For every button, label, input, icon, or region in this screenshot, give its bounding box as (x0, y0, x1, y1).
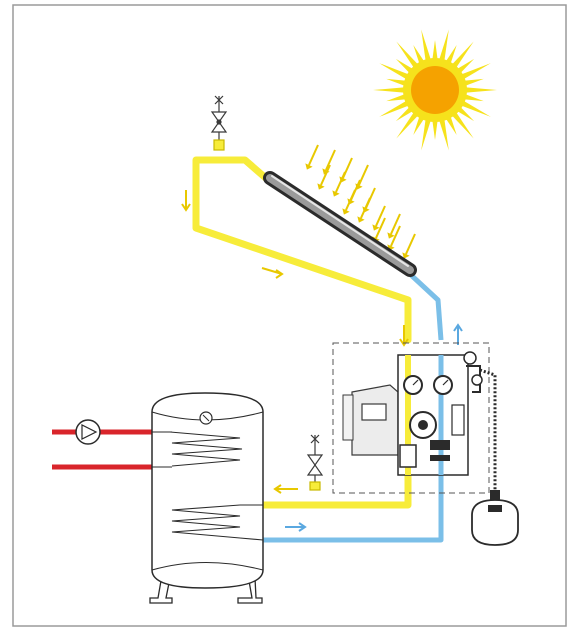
sunlight-arrowhead (332, 190, 340, 197)
sunlight-arrow (390, 225, 401, 247)
sun-ray (456, 106, 475, 122)
sun-ray (460, 100, 491, 117)
pump-station-icon (332, 342, 490, 494)
sun-ray (464, 87, 497, 93)
sunlight-arrow (345, 189, 356, 211)
sunlight-arrowhead (387, 232, 395, 239)
sun-ray (445, 44, 457, 65)
sun-ray (432, 119, 438, 140)
heating-circuit (52, 419, 152, 470)
sunlight-arrow (325, 149, 336, 171)
sunlight-arrow (375, 217, 386, 239)
sun-ray (395, 106, 414, 122)
hot-return-pipe (192, 156, 412, 344)
sun-ray (439, 29, 449, 62)
sun-ray (379, 63, 410, 80)
lower-coil (171, 504, 264, 541)
sun-ray (386, 94, 407, 102)
sunlight-arrows (305, 144, 416, 259)
cold-flow-arrow-up (453, 323, 463, 345)
sun-ray (445, 115, 457, 136)
flow-arrows (181, 190, 463, 532)
sun-ray (379, 100, 410, 117)
cold-collector-pipe (409, 273, 444, 341)
cold-flow-pipes (263, 273, 444, 543)
sun-ray (421, 118, 431, 151)
sun-ray (421, 29, 431, 62)
hot-flow-arrow-station (399, 325, 409, 347)
sun-ray (432, 40, 438, 61)
sunlight-arrow (375, 205, 386, 227)
sunlight-arrowhead (305, 163, 313, 170)
sunlight-arrow (390, 213, 401, 235)
hot-flow-arrow-diag (261, 267, 284, 279)
sun-core (411, 66, 459, 114)
circulation-pump-icon (75, 419, 101, 445)
hot-flow-arrow-left (181, 190, 191, 212)
sunlight-arrow (358, 164, 369, 186)
sun-ray (451, 111, 474, 139)
cold-return-pipe (263, 450, 444, 543)
sun-ray (463, 94, 484, 102)
sunlight-arrowhead (357, 216, 365, 223)
sun-ray (396, 41, 419, 69)
sunlight-arrow (320, 164, 331, 186)
upper-coil (152, 431, 243, 468)
sunlight-arrow (335, 171, 346, 193)
sunlight-arrow (405, 233, 416, 255)
sunlight-arrow (360, 197, 371, 219)
sun-ray (386, 78, 407, 86)
sun-ray (396, 111, 419, 139)
sunlight-arrowhead (317, 183, 325, 190)
valve-icon (306, 434, 324, 491)
sun-ray (439, 118, 449, 151)
sun-ray (413, 44, 425, 65)
air-vent-valve-icon (210, 95, 228, 151)
sun-ray (395, 58, 414, 74)
expansion-vessel-icon (471, 368, 519, 546)
sunlight-arrowhead (342, 208, 350, 215)
sunlight-arrowhead (372, 224, 380, 231)
sun-ray (456, 58, 475, 74)
sun-ray (463, 78, 484, 86)
solar-collector-tube (263, 171, 417, 277)
sun-ray (373, 87, 406, 93)
storage-tank-icon (149, 392, 264, 604)
sun-ray (460, 63, 491, 80)
sun-icon (373, 29, 497, 151)
sunlight-arrow (308, 144, 319, 166)
sun-ray (413, 115, 425, 136)
sun-ray (451, 41, 474, 69)
cold-flow-arrow-right (285, 522, 307, 532)
hot-flow-arrow-tank (273, 484, 298, 494)
sunlight-arrowhead (402, 252, 410, 259)
